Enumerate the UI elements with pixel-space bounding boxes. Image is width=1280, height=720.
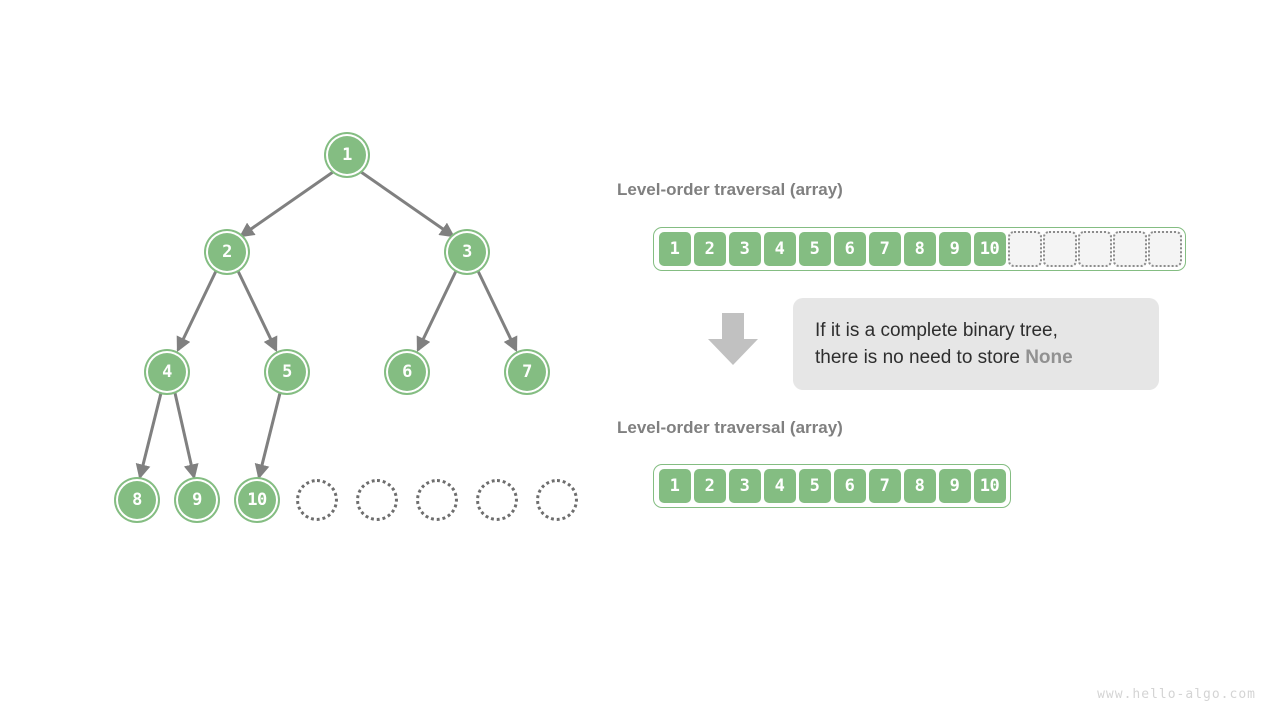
- tree-node-2[interactable]: 2: [206, 231, 248, 273]
- tree-edge-3-7: [476, 270, 518, 353]
- callout-line-1: If it is a complete binary tree,: [815, 320, 1058, 341]
- tree-node-5[interactable]: 5: [266, 351, 308, 393]
- array-cell[interactable]: 5: [797, 468, 832, 504]
- array-cell[interactable]: 6: [832, 231, 867, 267]
- array-cell[interactable]: 5: [797, 231, 832, 267]
- tree-node-empty-3: [416, 479, 458, 521]
- array-cell[interactable]: 1: [657, 231, 692, 267]
- tree-node-empty-2: [356, 479, 398, 521]
- tree-edge-1-3: [360, 170, 455, 238]
- tree-node-empty-5: [536, 479, 578, 521]
- callout-note: If it is a complete binary tree, there i…: [793, 298, 1159, 390]
- array-cell-empty[interactable]: [1007, 231, 1042, 267]
- tree-edge-5-10: [254, 392, 282, 480]
- callout-line-2-prefix: there is no need to store: [815, 347, 1026, 368]
- tree-edge-group: [135, 170, 518, 480]
- binary-tree-diagram: 1 2 3 4 5 6 7 8 9 10: [0, 0, 610, 720]
- array-representation-panel: Level-order traversal (array) 1 2 3 4 5 …: [612, 0, 1280, 720]
- array-cell[interactable]: 7: [867, 231, 902, 267]
- tree-node-4[interactable]: 4: [146, 351, 188, 393]
- callout-none-keyword: None: [1025, 347, 1073, 368]
- array-cell[interactable]: 3: [727, 468, 762, 504]
- array-cell[interactable]: 3: [727, 231, 762, 267]
- section-title-level-order-compact: Level-order traversal (array): [617, 418, 843, 437]
- array-cell[interactable]: 10: [972, 468, 1007, 504]
- tree-edges-svg: [135, 170, 518, 480]
- tree-node-3[interactable]: 3: [446, 231, 488, 273]
- tree-edge-4-8: [135, 392, 163, 480]
- array-cell-empty[interactable]: [1112, 231, 1147, 267]
- watermark: www.hello-algo.com: [1097, 687, 1256, 702]
- array-compact-cells: 1 2 3 4 5 6 7 8 9 10: [653, 464, 1011, 508]
- array-cell[interactable]: 8: [902, 468, 937, 504]
- tree-edge-1-2: [239, 170, 334, 238]
- array-cell[interactable]: 7: [867, 468, 902, 504]
- array-cell[interactable]: 4: [762, 231, 797, 267]
- array-cell[interactable]: 9: [937, 231, 972, 267]
- array-cell-empty[interactable]: [1077, 231, 1112, 267]
- tree-edge-4-9: [173, 392, 199, 480]
- tree-edge-2-5: [236, 270, 278, 353]
- tree-node-1[interactable]: 1: [326, 134, 368, 176]
- section-title-level-order-with-none: Level-order traversal (array): [617, 180, 843, 199]
- tree-node-8[interactable]: 8: [116, 479, 158, 521]
- array-cell[interactable]: 2: [692, 231, 727, 267]
- tree-node-10[interactable]: 10: [236, 479, 278, 521]
- tree-node-7[interactable]: 7: [506, 351, 548, 393]
- tree-edge-3-6: [416, 270, 458, 353]
- array-cell[interactable]: 8: [902, 231, 937, 267]
- array-cell-empty[interactable]: [1147, 231, 1182, 267]
- array-cell[interactable]: 9: [937, 468, 972, 504]
- tree-node-empty-4: [476, 479, 518, 521]
- array-cell[interactable]: 1: [657, 468, 692, 504]
- callout-line-2: there is no need to store None: [815, 344, 1137, 371]
- tree-node-6[interactable]: 6: [386, 351, 428, 393]
- tree-node-empty-1: [296, 479, 338, 521]
- array-cell-empty[interactable]: [1042, 231, 1077, 267]
- array-cell[interactable]: 4: [762, 468, 797, 504]
- tree-edge-2-4: [176, 270, 218, 353]
- down-arrow-icon: [708, 313, 758, 365]
- array-cell[interactable]: 6: [832, 468, 867, 504]
- array-with-none-cells: 1 2 3 4 5 6 7 8 9 10: [653, 227, 1186, 271]
- array-cell[interactable]: 2: [692, 468, 727, 504]
- tree-node-9[interactable]: 9: [176, 479, 218, 521]
- array-cell[interactable]: 10: [972, 231, 1007, 267]
